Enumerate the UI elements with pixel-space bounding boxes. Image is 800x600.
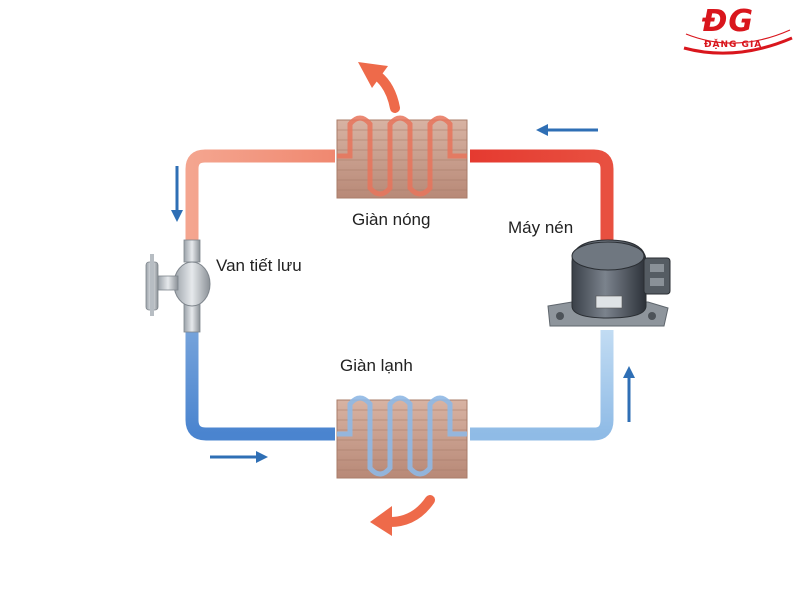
evaporator-label: Giàn lạnh — [340, 356, 413, 375]
heat-arrow-icon — [358, 62, 400, 113]
hot-pipe — [470, 149, 614, 252]
compressor-label: Máy nén — [508, 218, 574, 237]
valve-icon — [145, 239, 211, 333]
cold-pipe — [185, 320, 335, 441]
condenser-label: Giàn nóng — [352, 210, 431, 229]
logo-text: ĐẶNG GIA — [704, 40, 763, 50]
flow-arrow-icon — [536, 124, 598, 136]
condenser-coil — [336, 115, 468, 199]
expansion-valve-label: Van tiết lưu — [216, 256, 302, 275]
warm-pipe — [185, 149, 335, 250]
logo-mark: ĐG — [702, 4, 754, 39]
flow-arrow-icon — [171, 166, 183, 222]
flow-arrow-icon — [623, 366, 635, 422]
flow-arrow-icon — [210, 451, 268, 463]
compressor-icon — [547, 239, 671, 327]
brand-logo: ĐG ĐẶNG GIA — [676, 4, 798, 64]
evaporator-coil — [336, 395, 468, 479]
heat-arrow-icon — [370, 495, 435, 536]
suction-pipe — [470, 330, 614, 441]
